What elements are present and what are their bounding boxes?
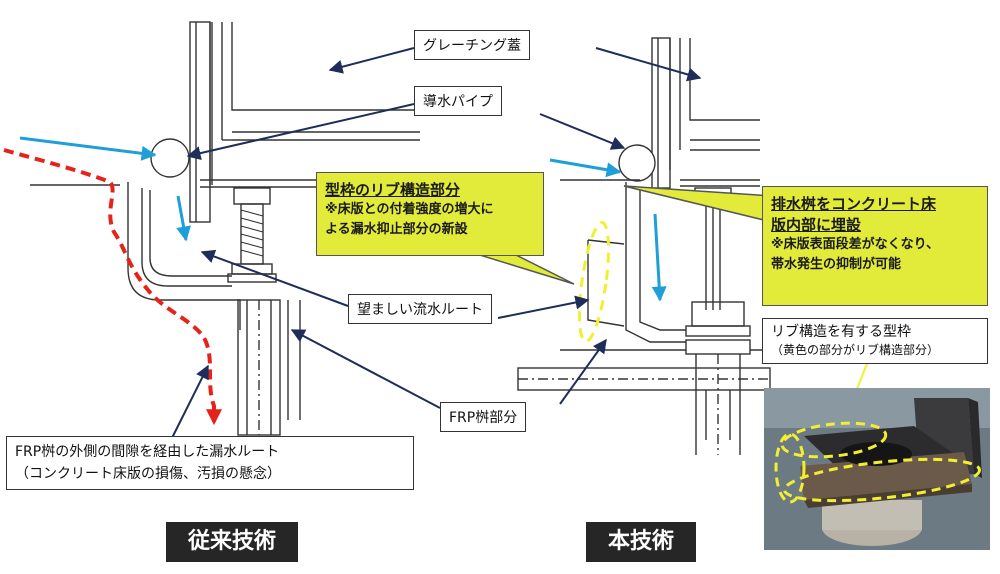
leak-route-line2: （コンクリート床版の損傷、汚損の懸念） xyxy=(15,466,281,482)
new-tech-drawing xyxy=(517,37,771,455)
embedded-basin-note2: 帯水発生の抑制が可能 xyxy=(771,257,902,272)
rib-form-line2: （黄色の部分がリブ構造部分） xyxy=(771,343,940,357)
left-callout-tail xyxy=(469,251,575,285)
desired-route-label: 望ましい流水ルート xyxy=(348,294,492,324)
frp-part-label: FRP桝部分 xyxy=(440,402,527,432)
rib-form-line1: リブ構造を有する型枠 xyxy=(771,324,911,340)
rib-structure-note1: ※床版との付着強度の増大に xyxy=(325,202,494,217)
drain-pipe-label: 導水パイプ xyxy=(414,86,502,116)
callout-pointers xyxy=(171,47,702,439)
formwork-photo-drawing xyxy=(764,388,990,550)
rib-formwork-photo xyxy=(764,388,990,550)
grating-lid-label: グレーチング蓋 xyxy=(414,30,530,60)
rib-form-label: リブ構造を有する型枠 （黄色の部分がリブ構造部分） xyxy=(762,318,988,364)
embedded-basin-callout: 排水桝をコンクリート床 版内部に埋設 ※床版表面段差がなくなり、 帯水発生の抑制… xyxy=(762,186,988,306)
leak-route-line1: FRP桝の外側の間隙を経由した漏水ルート xyxy=(15,444,280,460)
conventional-tech-badge: 従来技術 xyxy=(166,522,298,562)
embedded-basin-title2: 版内部に埋設 xyxy=(771,216,862,234)
rib-structure-title: 型枠のリブ構造部分 xyxy=(325,181,461,199)
water-flow-arrows xyxy=(19,136,667,302)
leak-route-line xyxy=(3,148,222,426)
rib-structure-note2: よる漏水抑止部分の新設 xyxy=(325,222,468,237)
embedded-basin-note1: ※床版表面段差がなくなり、 xyxy=(771,237,940,252)
new-tech-badge: 本技術 xyxy=(586,522,696,562)
embedded-basin-title1: 排水桝をコンクリート床 xyxy=(771,195,937,213)
leak-route-label: FRP桝の外側の間隙を経由した漏水ルート （コンクリート床版の損傷、汚損の懸念） xyxy=(6,436,414,490)
conventional-drawing xyxy=(30,21,420,436)
rib-structure-callout: 型枠のリブ構造部分 ※床版との付着強度の増大に よる漏水抑止部分の新設 xyxy=(316,172,544,256)
right-callout-tail xyxy=(623,185,773,223)
